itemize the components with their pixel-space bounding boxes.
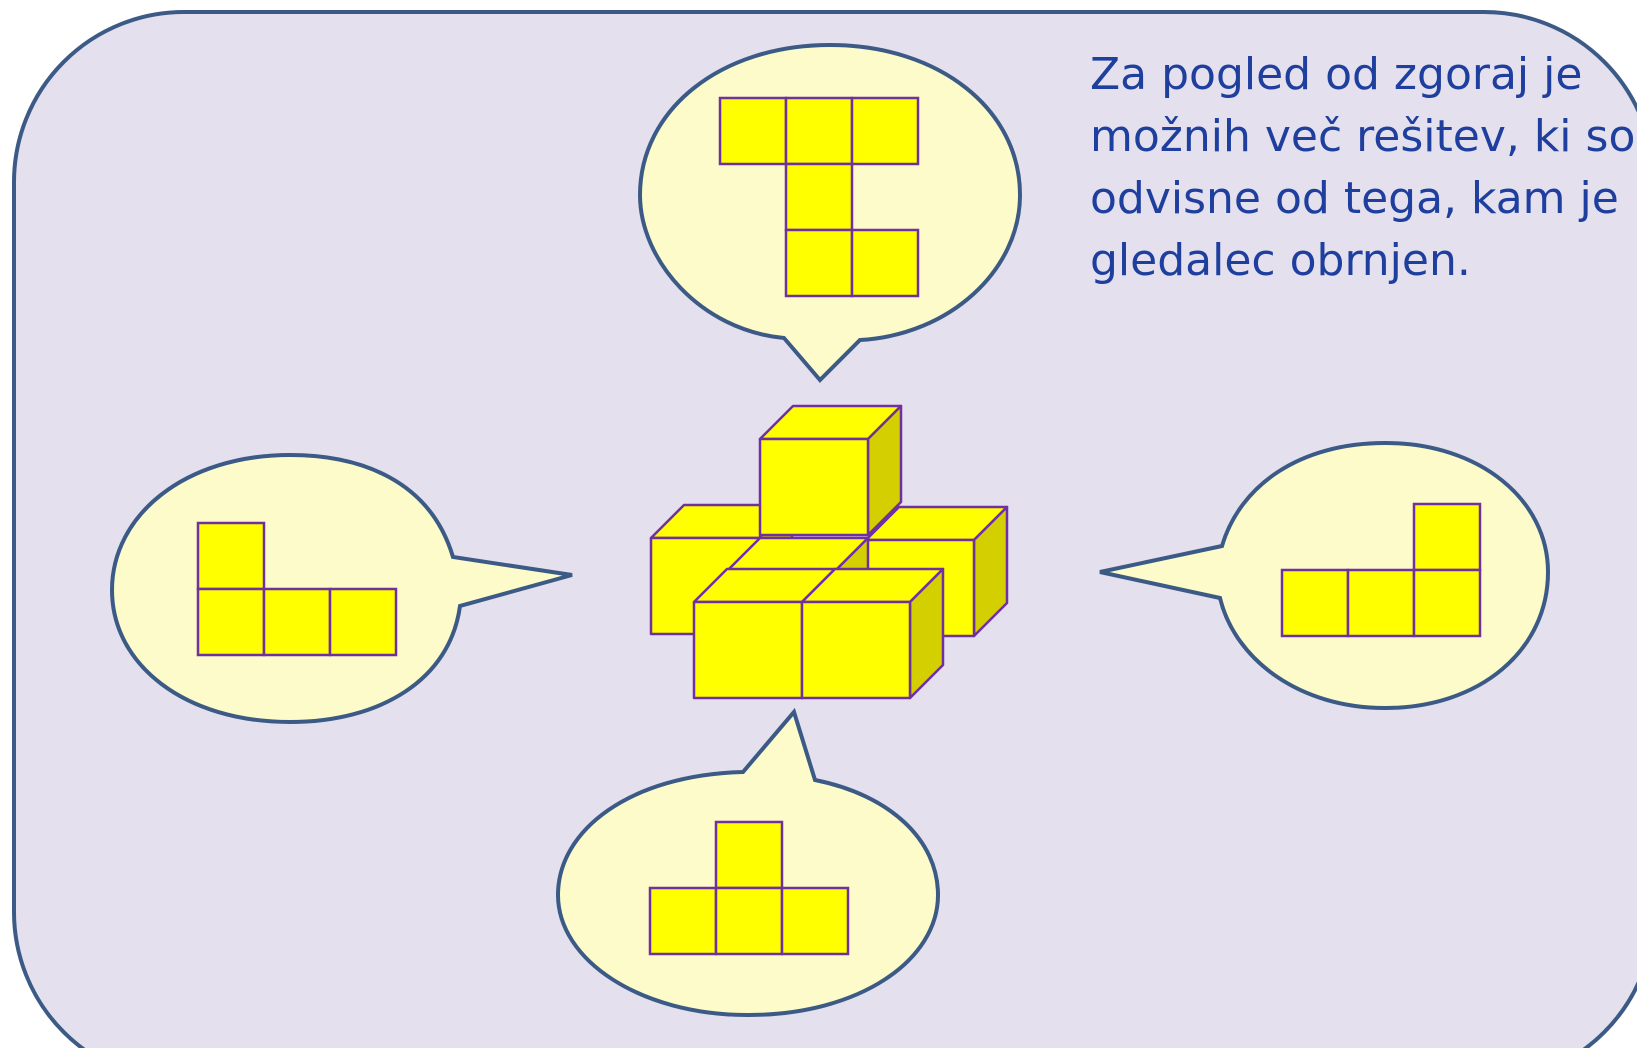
bottom-view-cell — [648, 886, 718, 956]
right-view-cell — [1280, 568, 1350, 638]
left-view-grid — [196, 521, 398, 657]
top-view-cell — [850, 228, 920, 298]
right-view-cell — [1412, 502, 1482, 572]
caption-line: gledalec obrnjen. — [1090, 235, 1471, 286]
cube-assembly — [649, 404, 1009, 700]
left-view-cell — [328, 587, 398, 657]
right-view-cell — [1346, 568, 1416, 638]
caption-line: odvisne od tega, kam je — [1090, 173, 1619, 224]
bottom-view-cell — [714, 886, 784, 956]
bottom-view-cell — [714, 820, 784, 890]
top-view-cell — [850, 96, 920, 166]
bottom-view-grid — [648, 820, 850, 956]
top-view-cell — [784, 162, 854, 232]
caption-line: možnih več rešitev, ki so — [1090, 111, 1636, 162]
cube-front-face — [692, 600, 804, 700]
cube-front-face — [800, 600, 912, 700]
right-view-grid — [1280, 502, 1482, 638]
left-view-cell — [196, 587, 266, 657]
top-view-cell — [784, 228, 854, 298]
caption-line: Za pogled od zgoraj je — [1090, 49, 1583, 100]
bottom-view-cell — [780, 886, 850, 956]
left-view-cell — [262, 587, 332, 657]
top-view-cell — [718, 96, 788, 166]
top-view-grid — [718, 96, 920, 298]
caption-text: Za pogled od zgoraj je možnih več rešite… — [1090, 44, 1636, 292]
left-view-cell — [196, 521, 266, 591]
cube-front-face — [758, 437, 870, 537]
right-view-cell — [1412, 568, 1482, 638]
top-view-cell — [784, 96, 854, 166]
